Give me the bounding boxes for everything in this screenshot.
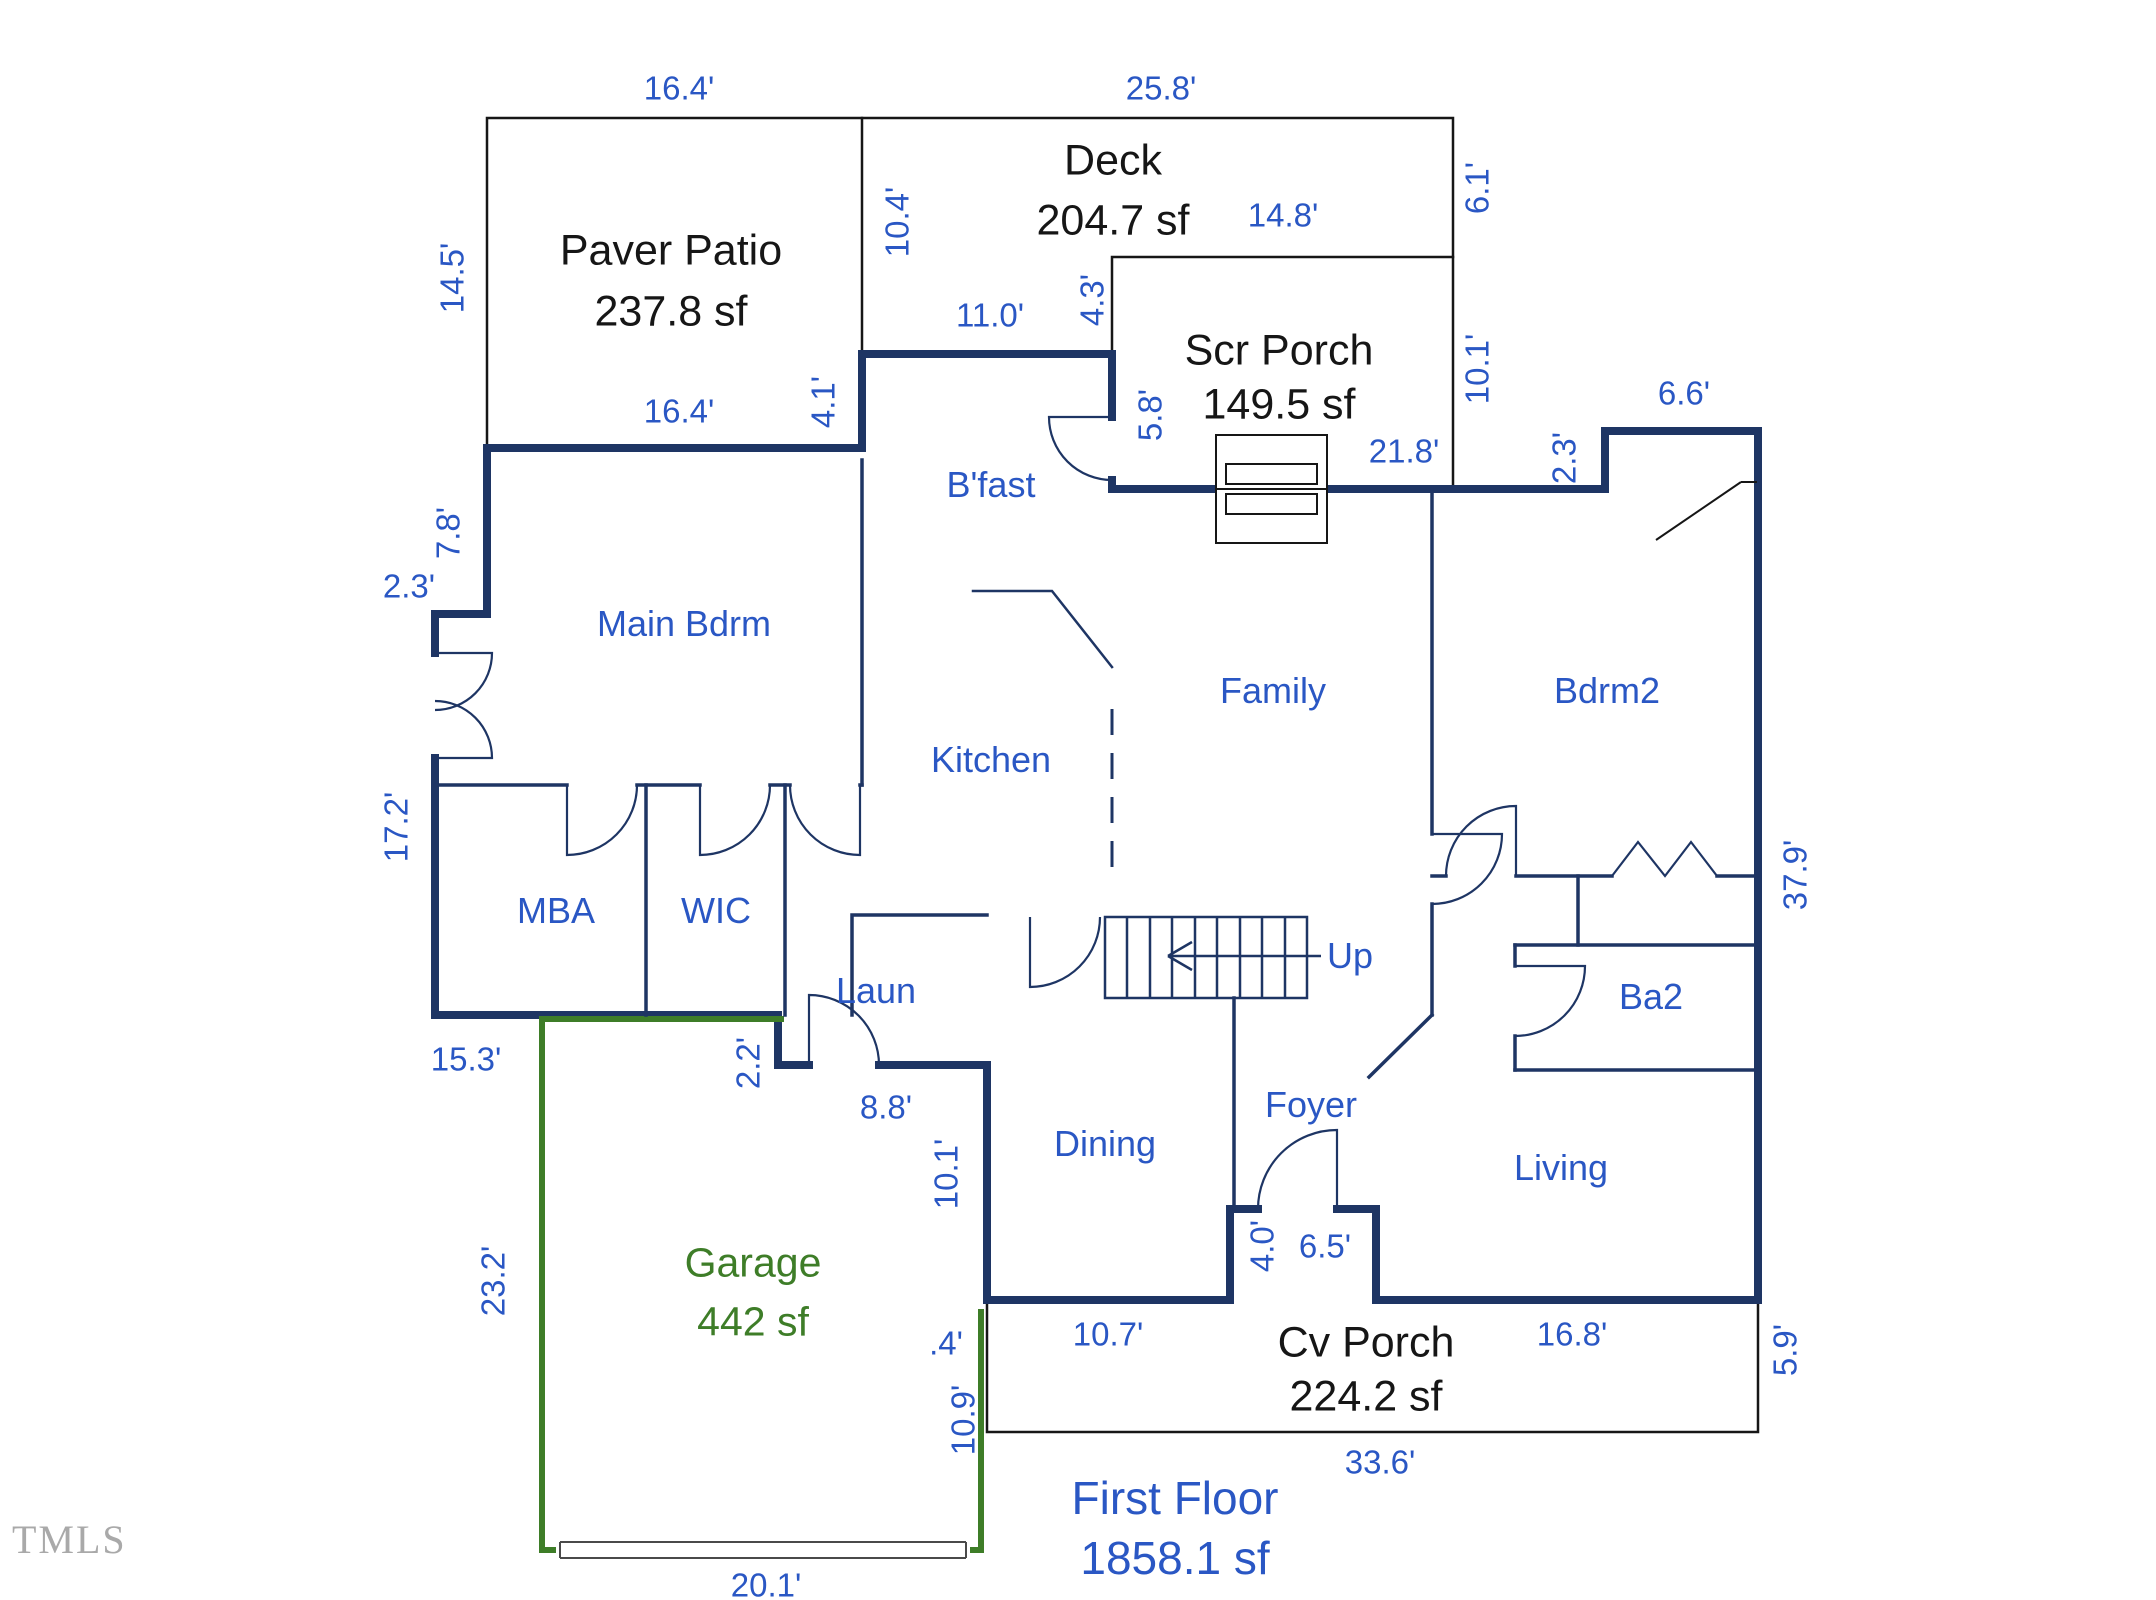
dim-cvporch-left-top: 10.7' [1072,1315,1144,1353]
watermark: TMLS [12,1517,127,1562]
foyer-angled-wall [1366,1012,1435,1080]
mainbdrm-window-casement-bottom [434,699,494,760]
dim-scrporch-right: 10.1' [1458,333,1496,405]
kitchen-counter [971,589,1114,669]
exterior-walls [431,350,1762,1304]
room-label-dining: Dining [1053,1123,1157,1164]
wic-door [698,784,772,857]
dim-deck-right: 6.1' [1458,161,1496,215]
interior-walls [433,458,1760,1211]
dim-garage-right: 10.9' [944,1384,982,1456]
dim-bfast-top: 11.0' [955,296,1025,334]
room-label-bdrm2: Bdrm2 [1553,670,1661,711]
dim-cvporch-bottom: 33.6' [1344,1443,1416,1481]
bdrm2-door [1444,804,1518,877]
dim-right-wall: 37.9' [1776,839,1814,911]
dim-deck-step: 4.3' [1073,273,1111,327]
dim-mba-bottom: 15.3' [430,1040,502,1078]
dim-garage-house-wall: 10.1' [927,1138,965,1210]
dim-patio-top: 16.4' [643,69,715,107]
dim-left-upper: 7.8' [429,506,467,560]
laundry-walls [850,913,989,1017]
laundry-garage-door [807,993,881,1066]
ba2-door [1514,964,1587,1038]
dim-scrporch-top: 14.8' [1247,196,1319,234]
dim-bdrm2-jog: 2.3' [1545,431,1583,485]
title-floor-sf: 1858.1 sf [1080,1532,1270,1584]
dim-cvporch-right-top: 16.8' [1536,1315,1608,1353]
bdrm2-closet-bifold [1611,840,1718,878]
dim-entry-door: 6.5' [1298,1227,1352,1265]
area-sf-scr-porch: 149.5 sf [1202,380,1356,429]
dim-scrporch-bottom: 21.8' [1368,432,1440,470]
dim-deck-left: 10.4' [878,186,916,258]
mba-door [565,784,639,857]
dim-bfast-side: 5.8' [1131,388,1169,442]
room-label-ba2: Ba2 [1618,976,1684,1017]
stair-treads [1125,917,1287,998]
dim-patio-bottom: 16.4' [643,392,715,430]
area-sf-paver-patio: 237.8 sf [594,287,748,336]
up-arrow [1167,940,1321,972]
area-label-paver-patio: Paver Patio [559,226,783,275]
garage-walls [539,1016,984,1553]
hall-kitchen-door [788,784,862,857]
bfast-door [1047,415,1113,482]
cv-porch-outline [985,1298,1760,1434]
dim-garage-bottom: 20.1' [730,1566,802,1600]
stairs-outline [1103,915,1309,1000]
dim-left-wall: 17.2' [377,791,415,863]
garage-door-icon [556,1536,970,1564]
title-floor-name: First Floor [1071,1472,1279,1524]
dim-entry-side: 4.0' [1243,1219,1281,1273]
dim-garage-left: 23.2' [474,1245,512,1317]
stairs [1103,915,1321,1000]
dim-bdrm2-top: 6.6' [1657,374,1711,412]
dim-deck-top: 25.8' [1125,69,1197,107]
area-label-cv-porch: Cv Porch [1277,1318,1455,1367]
room-label-living: Living [1513,1147,1609,1188]
dim-left-jog: 2.3' [382,567,436,605]
sliding-door-icon [1215,434,1328,544]
dim-cvporch-right: 5.9' [1766,1323,1804,1377]
room-label-kitchen: Kitchen [930,739,1052,780]
door-arcs [434,415,1718,1210]
dim-garage-jog: .4' [929,1324,963,1362]
bdrm2-window-icon [1655,481,1757,541]
area-sf-cv-porch: 224.2 sf [1289,1372,1443,1421]
room-label-bfast: B'fast [946,464,1036,505]
room-label-laun: Laun [835,970,917,1011]
dim-patio-left: 14.5' [433,242,471,314]
area-sf-deck: 204.7 sf [1036,196,1190,245]
understair-closet-door [1028,916,1102,989]
room-label-mba: MBA [516,890,596,931]
area-sf-garage: 442 sf [697,1298,809,1345]
dim-laundry-jog: 2.2' [729,1036,767,1090]
room-label-family: Family [1220,670,1326,711]
front-door [1256,1128,1339,1210]
room-label-wic: WIC [681,890,751,931]
room-label-foyer: Foyer [1264,1084,1358,1125]
dim-bfast-wall: 4.1' [804,375,842,429]
dim-laundry-bottom: 8.8' [859,1088,913,1126]
room-label-main-bdrm: Main Bdrm [596,603,772,644]
room-label-up: Up [1326,935,1374,976]
area-label-deck: Deck [1064,136,1162,185]
area-label-scr-porch: Scr Porch [1184,326,1374,375]
mainbdrm-window-casement-top [434,651,494,712]
area-label-garage: Garage [684,1239,822,1286]
family-hall-door [1431,832,1504,906]
